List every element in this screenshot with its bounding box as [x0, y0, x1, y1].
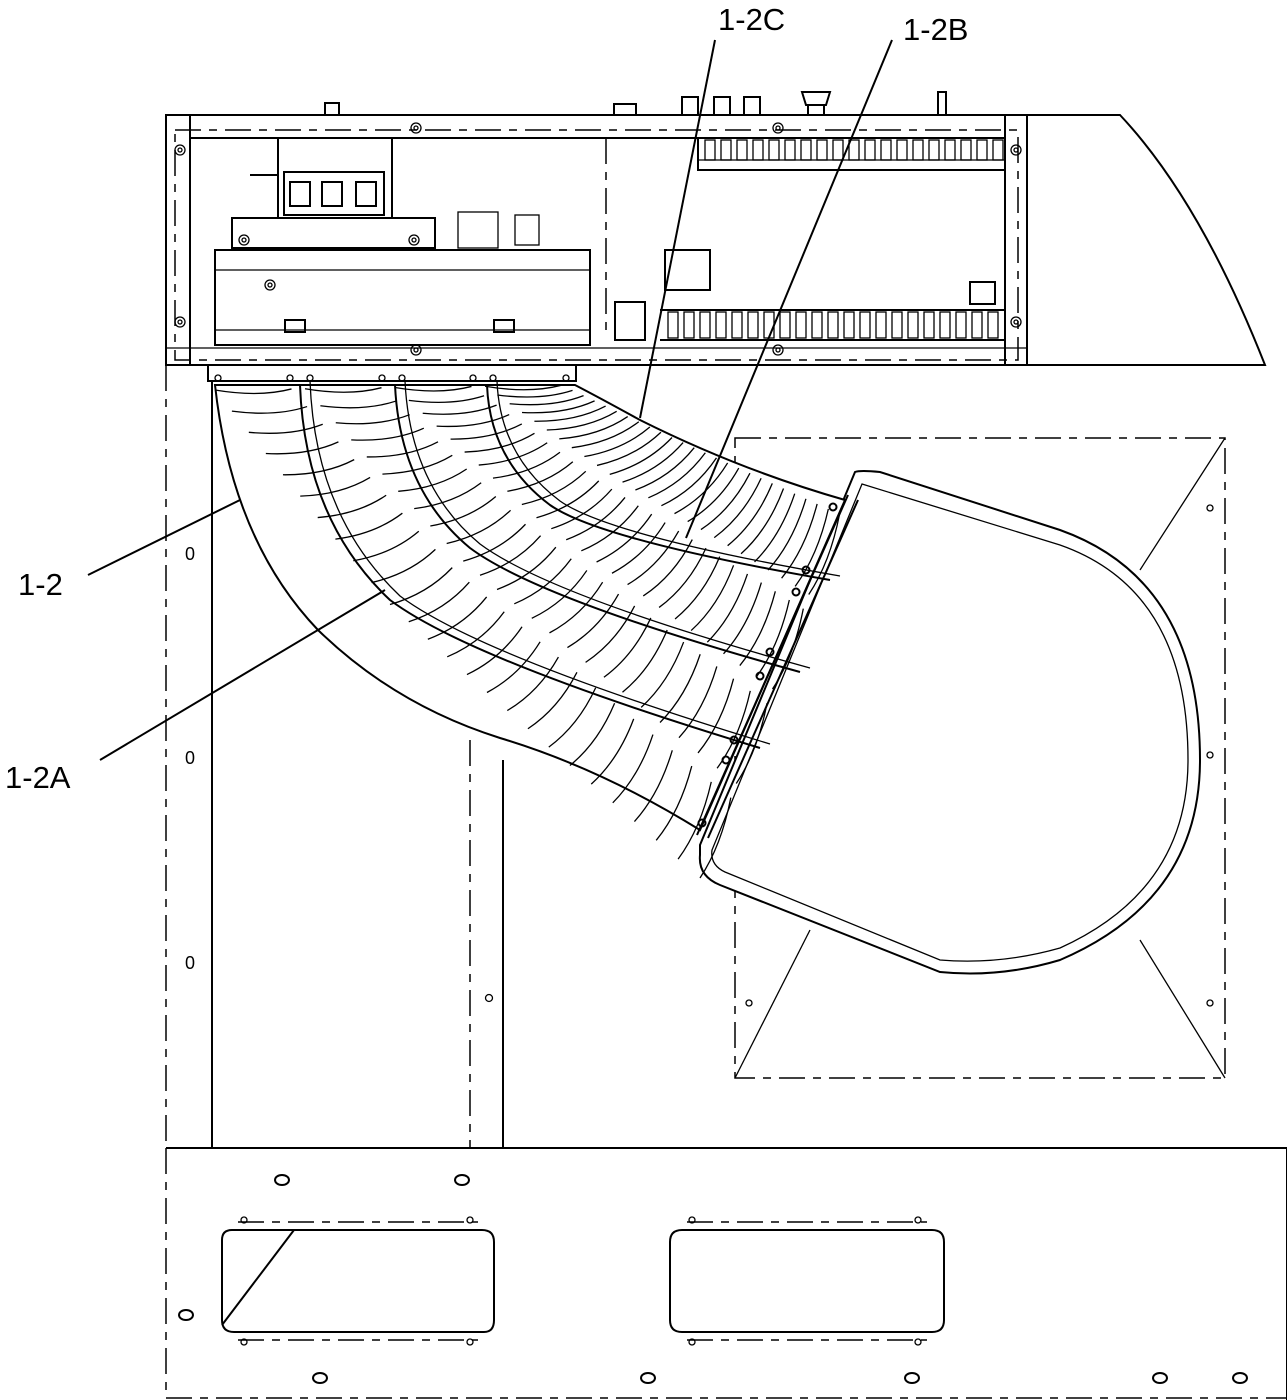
terminal-strip-top: [704, 139, 1004, 161]
terminal-strip-bottom: [667, 311, 999, 339]
blower-housing: [698, 437, 1226, 1079]
cable-bundle: [207, 364, 859, 879]
callout-1-2: 1-2: [18, 567, 63, 602]
side-mark-2: 0: [185, 748, 195, 768]
side-mark-1: 0: [185, 544, 195, 564]
side-mark-3: 0: [185, 953, 195, 973]
callout-1-2a: 1-2A: [5, 760, 71, 795]
callout-1-2c: 1-2C: [718, 2, 785, 37]
frame-hole: [484, 993, 494, 1003]
frame: [165, 364, 1265, 1148]
leader-lines: [87, 39, 893, 761]
callout-1-2b: 1-2B: [903, 12, 968, 47]
control-enclosure: [165, 91, 1267, 366]
bottom-panel: [165, 1147, 1287, 1400]
